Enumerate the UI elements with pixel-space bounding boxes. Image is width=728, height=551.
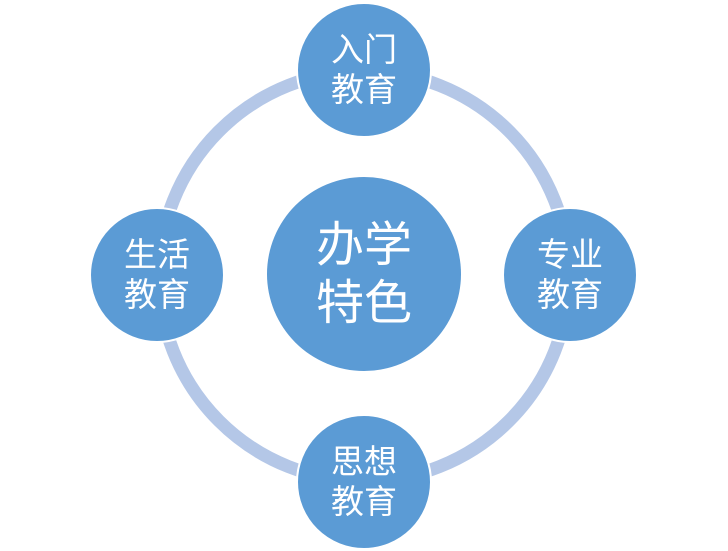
node-top-label-line1: 入门: [331, 30, 397, 69]
node-right-label-line2: 教育: [537, 275, 603, 314]
node-bottom-label-line1: 思想: [331, 442, 397, 481]
node-left-label-line2: 教育: [124, 275, 190, 314]
node-left-label-line1: 生活: [124, 235, 190, 274]
node-life-education: 生活 教育: [89, 207, 225, 343]
node-right-label-line1: 专业: [537, 235, 603, 274]
center-node-label-line1: 办学: [315, 217, 412, 273]
node-bottom-label-line2: 教育: [331, 482, 397, 521]
node-professional-education: 专业 教育: [502, 207, 638, 343]
node-introductory-education: 入门 教育: [296, 2, 432, 138]
node-top-label-line2: 教育: [331, 70, 397, 109]
center-node-label-line2: 特色: [315, 275, 412, 331]
center-node-school-features: 办学 特色: [267, 177, 461, 371]
node-ideological-education: 思想 教育: [296, 414, 432, 550]
